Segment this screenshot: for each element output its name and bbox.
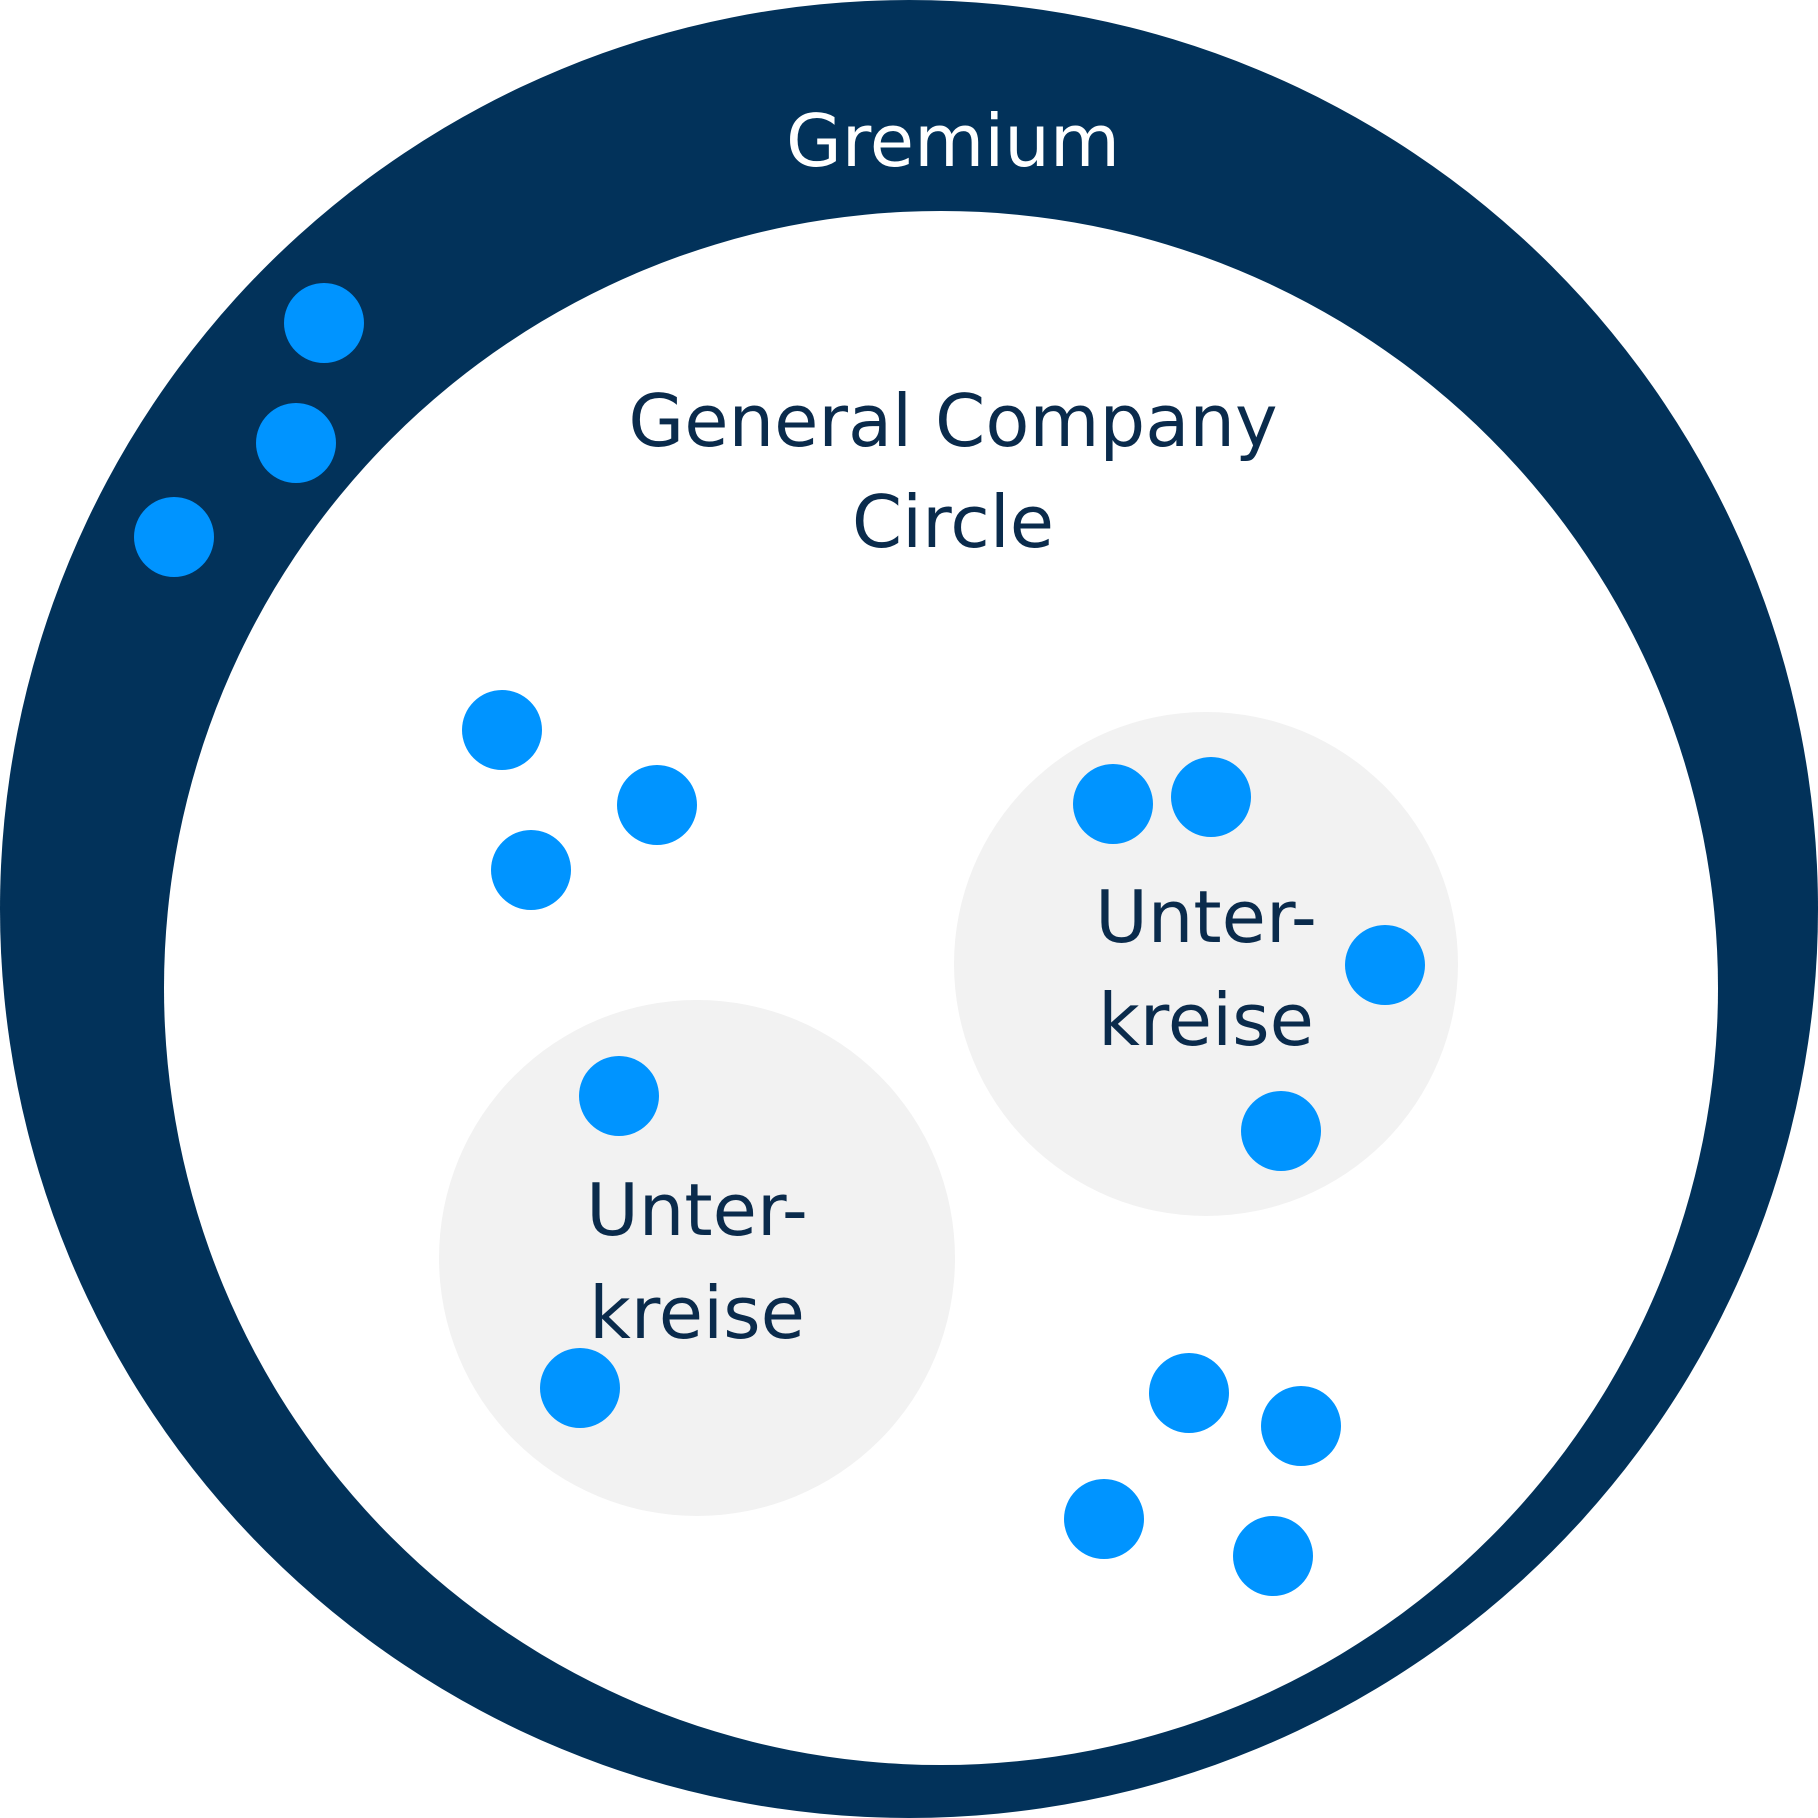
subcircle-left-label-line2: kreise xyxy=(589,1271,805,1355)
subcircle-left-label-line1: Unter- xyxy=(586,1168,808,1252)
member-dot xyxy=(491,830,571,910)
gremium-label: Gremium xyxy=(786,99,1120,183)
member-dot xyxy=(579,1056,659,1136)
member-dot xyxy=(540,1348,620,1428)
general-company-circle-label-line1: General Company xyxy=(628,379,1277,463)
member-dot xyxy=(284,283,364,363)
subcircle-right xyxy=(954,712,1458,1216)
member-dot xyxy=(1171,757,1251,837)
member-dot xyxy=(1345,925,1425,1005)
member-dot xyxy=(1073,764,1153,844)
subcircle-right-label-line2: kreise xyxy=(1098,978,1314,1062)
member-dot xyxy=(134,497,214,577)
member-dot xyxy=(1241,1091,1321,1171)
member-dot xyxy=(617,765,697,845)
member-dot xyxy=(462,690,542,770)
subcircle-right-label-line1: Unter- xyxy=(1095,875,1317,959)
member-dot xyxy=(1064,1479,1144,1559)
member-dot xyxy=(1261,1386,1341,1466)
member-dot xyxy=(256,403,336,483)
general-company-circle-label-line2: Circle xyxy=(852,480,1054,564)
member-dot xyxy=(1233,1516,1313,1596)
member-dot xyxy=(1149,1353,1229,1433)
subcircle-left xyxy=(439,1000,955,1516)
